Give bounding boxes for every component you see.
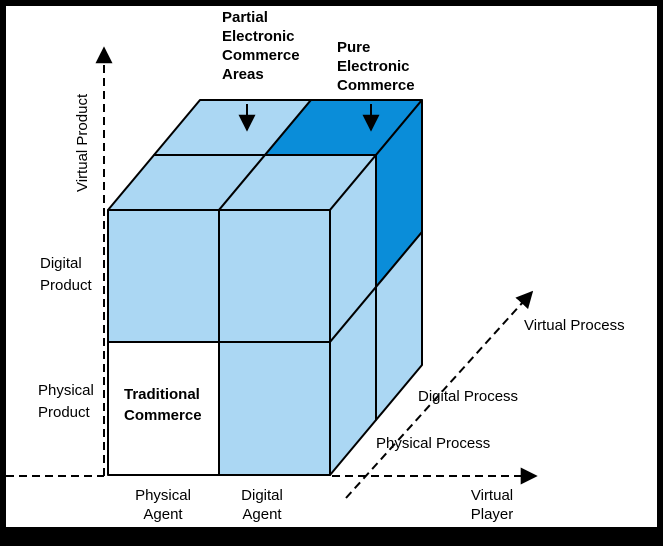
cube-right-face [329,99,423,476]
digital-product-line-1: Digital [40,255,82,272]
axes [6,46,538,499]
digital-agent-line-2: Agent [242,506,282,523]
tick-physical-product: Physical Product [38,382,94,421]
tick-digital-product: Digital Product [40,255,93,294]
cell-front-digital-physical [107,209,220,343]
digital-agent-line-1: Digital [241,487,283,504]
digital-product-line-2: Product [40,277,93,294]
tick-digital-agent: Digital Agent [241,487,283,523]
partial-ec-line-1: Partial [222,9,268,26]
virtual-player-line-2: Player [471,506,514,523]
traditional-line-1: Traditional [124,386,200,403]
cell-traditional-commerce [107,341,220,476]
cell-front-digital-digital [218,209,331,343]
player-axis-label: Virtual Player [471,487,514,523]
process-axis-arrow [345,290,534,499]
traditional-commerce-label: Traditional Commerce [124,386,202,424]
partial-ec-line-2: Electronic [222,28,295,45]
pure-ec-label: Pure Electronic Commerce [337,39,415,94]
pure-ec-line-3: Commerce [337,77,415,94]
tick-physical-agent: Physical Agent [135,487,191,523]
physical-product-line-2: Product [38,404,91,421]
cube-top-face [107,99,423,211]
tick-physical-process: Physical Process [376,435,490,452]
pure-ec-line-2: Electronic [337,58,410,75]
traditional-line-2: Commerce [124,407,202,424]
cell-right-bottom-back [375,231,423,421]
tick-digital-process: Digital Process [418,388,518,405]
cube-front-face [107,209,331,476]
partial-ec-label: Partial Electronic Commerce Areas [222,9,300,83]
physical-agent-line-2: Agent [143,506,183,523]
physical-product-line-1: Physical [38,382,94,399]
process-axis-label: Virtual Process [524,317,625,334]
pure-ec-line-1: Pure [337,39,370,56]
partial-ec-line-4: Areas [222,66,264,83]
virtual-player-line-1: Virtual [471,487,513,504]
physical-agent-line-1: Physical [135,487,191,504]
product-axis-label: Virtual Product [74,93,91,192]
cell-front-physical-digital [218,341,331,476]
partial-ec-line-3: Commerce [222,47,300,64]
